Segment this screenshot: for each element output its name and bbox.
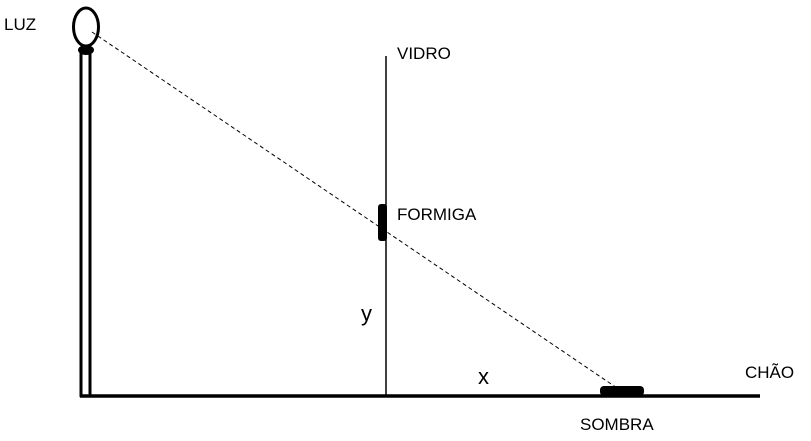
light-post	[79, 52, 92, 397]
shadow-icon	[600, 386, 644, 396]
shadow-label: SOMBRA	[580, 415, 654, 434]
ant-icon	[378, 204, 387, 241]
light-label: LUZ	[4, 15, 36, 34]
lamp-base-icon	[78, 45, 94, 55]
light-ray	[91, 31, 618, 389]
distance-label: x	[478, 364, 489, 389]
ant-label: FORMIGA	[397, 205, 477, 224]
lamp-bulb-icon	[72, 6, 100, 48]
height-label: y	[361, 301, 372, 326]
floor-label: CHÃO	[745, 363, 794, 382]
glass-label: VIDRO	[397, 44, 451, 63]
